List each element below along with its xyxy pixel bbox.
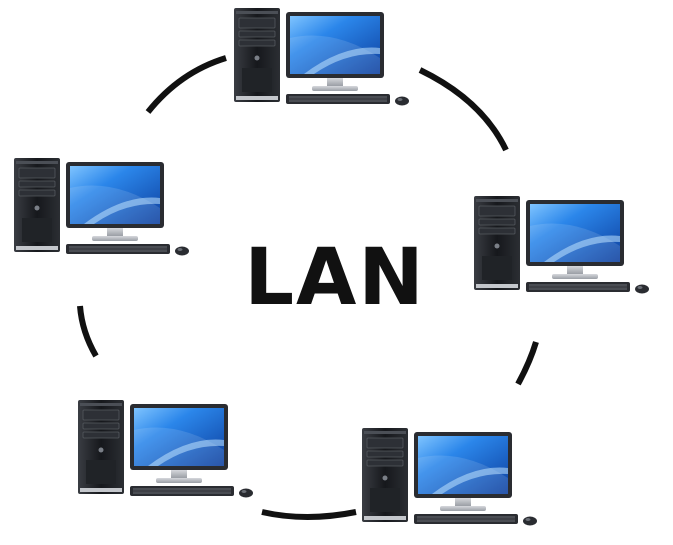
ring-segment-top-left xyxy=(145,55,227,114)
computer-bottom-right xyxy=(361,427,538,526)
ring-connection xyxy=(77,55,539,520)
computer-right xyxy=(473,195,650,294)
ring-segment-top-right xyxy=(418,67,509,152)
ring-segment-bottom xyxy=(261,509,357,520)
ring-segment-right xyxy=(515,341,539,386)
center-label: LAN xyxy=(244,233,425,323)
computer-top xyxy=(233,7,410,106)
computer-left xyxy=(13,157,190,256)
ring-segment-left xyxy=(77,305,99,358)
computer-bottom-left xyxy=(77,399,254,498)
